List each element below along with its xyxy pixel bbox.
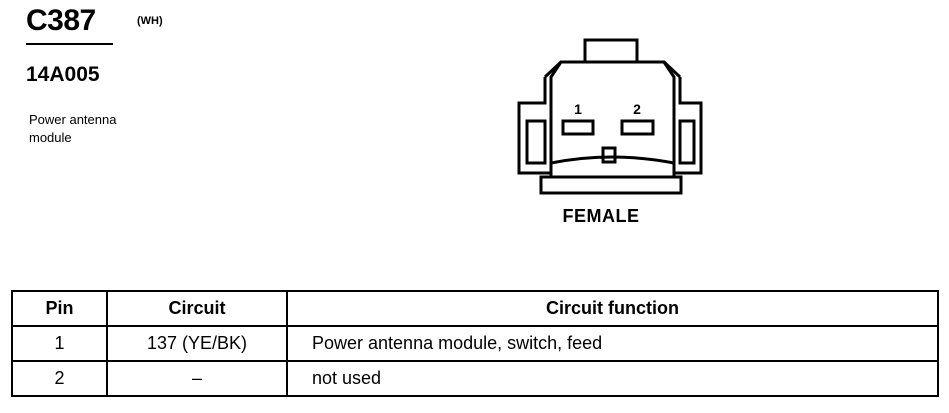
- connector-id: C387: [26, 4, 96, 37]
- header-circuit: Circuit: [106, 290, 288, 327]
- cell-pin: 1: [11, 325, 108, 362]
- description-line-1: Power antenna: [29, 112, 117, 127]
- table-row: 1 137 (YE/BK) Power antenna module, swit…: [11, 325, 939, 362]
- connector-right-ear-inner: [678, 119, 696, 165]
- pin-table: Pin Circuit Circuit function 1 137 (YE/B…: [11, 290, 939, 397]
- cell-circuit: –: [106, 360, 288, 397]
- connector-left-ear: [517, 77, 551, 175]
- table-row: 2 – not used: [11, 360, 939, 397]
- connector-id-underline: [26, 43, 113, 45]
- connector-left-ear-inner: [525, 119, 547, 165]
- header-pin: Pin: [11, 290, 108, 327]
- connector-view-label: FEMALE: [562, 206, 640, 226]
- connector-base: [539, 175, 683, 195]
- part-number: 14A005: [26, 63, 100, 86]
- component-description: Power antenna module: [29, 111, 179, 147]
- connector-right-ear: [674, 77, 703, 175]
- connector-color-code: (WH): [137, 15, 163, 27]
- description-line-2: module: [29, 130, 72, 145]
- table-header-row: Pin Circuit Circuit function: [11, 290, 939, 327]
- pin-label-1: 1: [574, 101, 582, 117]
- connector-latch-tab: [583, 38, 639, 64]
- cell-pin: 2: [11, 360, 108, 397]
- header-circuit-function: Circuit function: [286, 290, 939, 327]
- connector-keyway: [601, 146, 617, 164]
- cell-circuit: 137 (YE/BK): [106, 325, 288, 362]
- cell-circuit-function: Power antenna module, switch, feed: [286, 325, 939, 362]
- pin-label-2: 2: [633, 101, 641, 117]
- pin-cavity-1: [561, 119, 595, 136]
- pin-cavity-2: [620, 119, 655, 136]
- cell-circuit-function: not used: [286, 360, 939, 397]
- connector-face-drawing: 1 2: [517, 38, 703, 195]
